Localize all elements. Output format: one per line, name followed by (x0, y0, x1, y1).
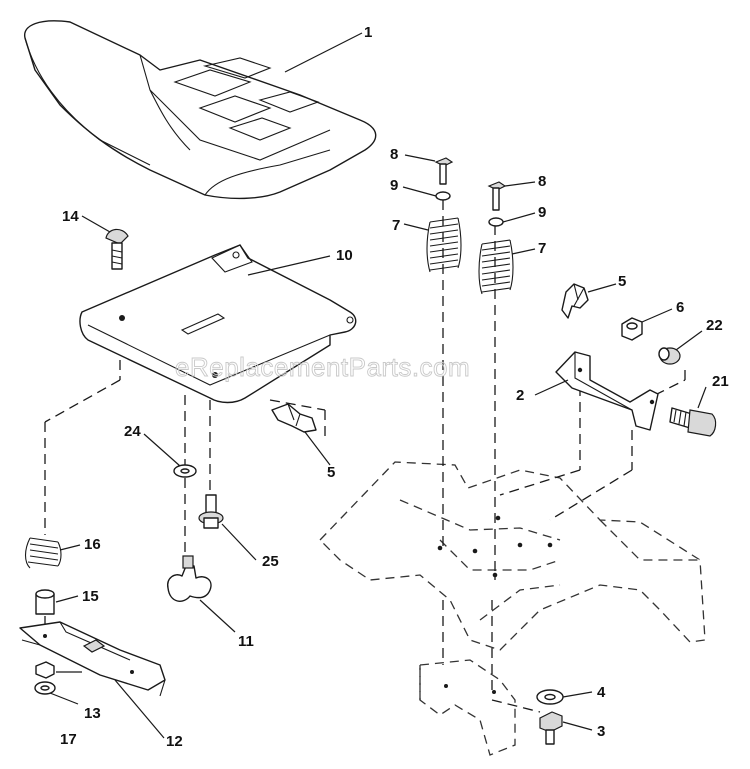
assembly-guide-lines (44, 200, 686, 713)
callout-9-right: 9 (538, 204, 546, 221)
callout-8-left: 8 (390, 146, 398, 163)
bolt-washer-spring-stack-left (426, 157, 462, 273)
callout-15: 15 (82, 588, 99, 605)
hex-bolt-part-3 (539, 711, 563, 745)
shoulder-bolt-part (198, 494, 224, 529)
watermark-text: eReplacementParts.com (175, 352, 470, 382)
callout-24: 24 (124, 423, 141, 440)
nut-part-6 (621, 317, 643, 341)
callout-16: 16 (84, 536, 101, 553)
callout-3: 3 (597, 723, 605, 740)
bolt-washer-spring-stack-right (478, 181, 514, 295)
washer-part-4 (536, 689, 564, 705)
washer-part-24 (173, 464, 197, 478)
callout-14: 14 (62, 208, 79, 225)
clip-part-right (561, 283, 589, 319)
callout-11: 11 (238, 633, 254, 650)
spring-part-16 (24, 537, 62, 569)
callout-10: 10 (336, 247, 353, 264)
callout-5-left: 5 (327, 464, 335, 481)
seat-bracket-part (555, 351, 659, 431)
washer-part-17 (34, 681, 56, 695)
spacer-part-15 (35, 589, 55, 615)
callout-8-right: 8 (538, 173, 546, 190)
callout-22: 22 (706, 317, 723, 334)
chassis-frame-outline (319, 461, 706, 756)
callout-1: 1 (364, 24, 372, 41)
callout-25: 25 (262, 553, 279, 570)
seat-part (24, 20, 377, 200)
frame-holes (437, 515, 553, 694)
callout-7-left: 7 (392, 217, 400, 234)
carriage-bolt-part (105, 228, 129, 270)
clip-part-left (271, 403, 317, 433)
callout-7-right: 7 (538, 240, 546, 257)
callout-21: 21 (712, 373, 729, 390)
callout-labels: 1 2 3 4 5 5 6 7 7 8 8 9 9 10 11 12 13 14… (60, 24, 729, 750)
callout-17: 17 (60, 731, 77, 748)
shoulder-bolt-part-21 (669, 407, 717, 437)
spacer-part-22 (658, 347, 681, 365)
leader-lines (49, 32, 707, 739)
callout-4: 4 (597, 684, 606, 701)
slide-bracket-part (19, 621, 166, 697)
callout-12: 12 (166, 733, 183, 750)
callout-9-left: 9 (390, 177, 398, 194)
seat-pan-plate-part (79, 244, 357, 404)
knob-part (167, 555, 212, 602)
callout-2: 2 (516, 387, 524, 404)
callout-6: 6 (676, 299, 684, 316)
nut-part-13 (35, 661, 55, 679)
seat-pads (173, 57, 320, 141)
callout-5-right: 5 (618, 273, 626, 290)
callout-13: 13 (84, 705, 101, 722)
